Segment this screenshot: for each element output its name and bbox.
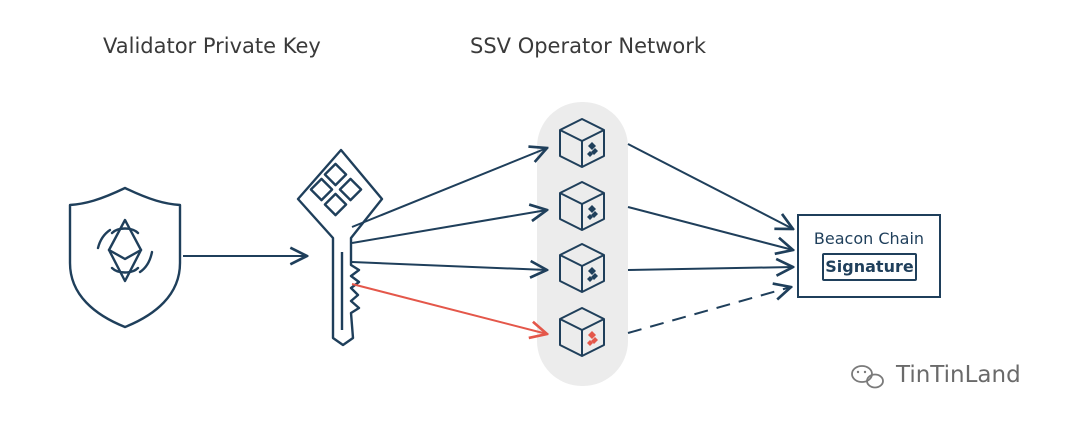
key-to-operator-2-arrow [351,210,547,244]
ssv-logo-icon [587,267,598,282]
watermark: TinTinLand [848,362,1021,388]
key-to-operator-1-arrow [351,148,547,228]
ssv-logo-icon [587,205,598,220]
key-to-operator-3-arrow [351,262,547,270]
operator-1-to-beacon-arrow [627,143,793,229]
watermark-text: TinTinLand [896,362,1021,388]
beacon-chain-label: Beacon Chain [813,229,925,248]
ssv-logo-faulty-icon [587,331,598,346]
operator-2-to-beacon-arrow [627,206,793,250]
operator-node-4-faulty [559,307,605,357]
operator-3-to-beacon-arrow [627,267,793,270]
operator-node-1 [559,118,605,168]
operator-node-2 [559,181,605,231]
wechat-icon [851,365,884,389]
validator-private-key-title: Validator Private Key [103,34,321,58]
ethereum-diamond-icon [107,218,143,283]
operator-4-to-beacon-dashed-arrow [627,287,791,334]
signature-badge: Signature [822,253,917,281]
key-to-operator-4-arrow [351,283,547,334]
ssv-operator-network-title: SSV Operator Network [470,34,707,58]
private-key-icon [296,148,384,347]
ssv-logo-icon [587,142,598,157]
operator-node-3 [559,243,605,293]
shield-ethereum-icon [68,186,182,329]
